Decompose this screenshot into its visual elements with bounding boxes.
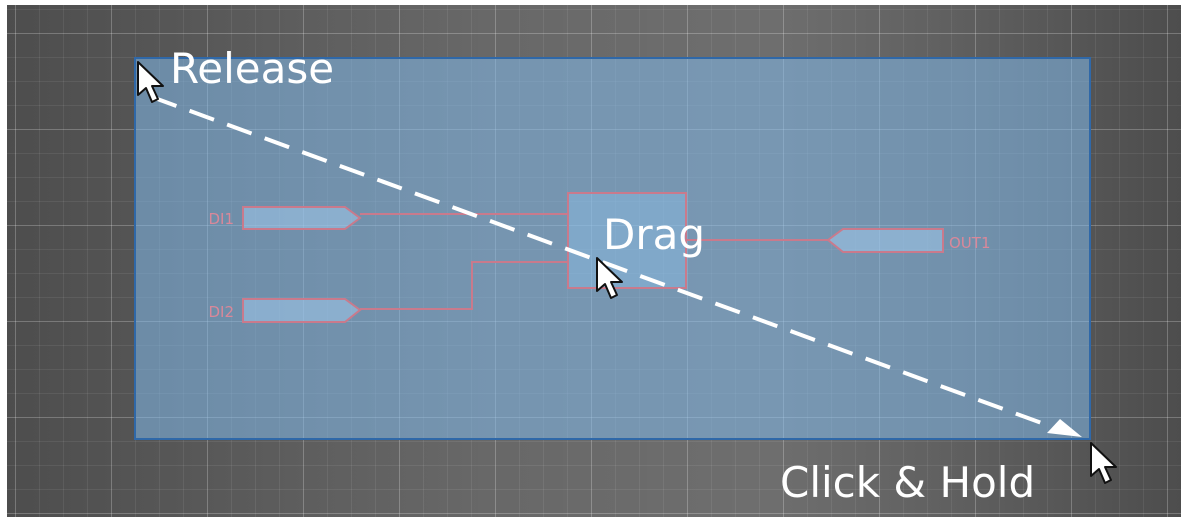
input-label-di2: DI2 [208, 303, 234, 321]
release-caption: Release [170, 44, 335, 93]
output-pin-out1[interactable]: OUT1 [826, 228, 991, 253]
drag-caption: Drag [603, 210, 706, 259]
arrow-head-icon [1047, 419, 1082, 437]
output-pin-body [826, 228, 944, 253]
input-pin-di2[interactable]: DI2 [208, 298, 362, 323]
logic-diagram: DI1 DI2 OUT1 [208, 192, 991, 323]
function-block[interactable] [567, 192, 687, 289]
output-label-out1: OUT1 [949, 234, 991, 252]
cursor-arrow-icon [1090, 442, 1117, 484]
input-pin-body [242, 206, 362, 230]
click-hold-caption: Click & Hold [780, 458, 1036, 507]
cursor-arrow-icon [596, 257, 623, 299]
cursor-arrow-icon [137, 61, 164, 103]
input-pin-di1[interactable]: DI1 [208, 206, 362, 230]
input-label-di1: DI1 [208, 210, 234, 228]
wire-di2 [360, 261, 568, 310]
input-pin-body [242, 298, 362, 323]
drag-path-line [151, 95, 1067, 434]
